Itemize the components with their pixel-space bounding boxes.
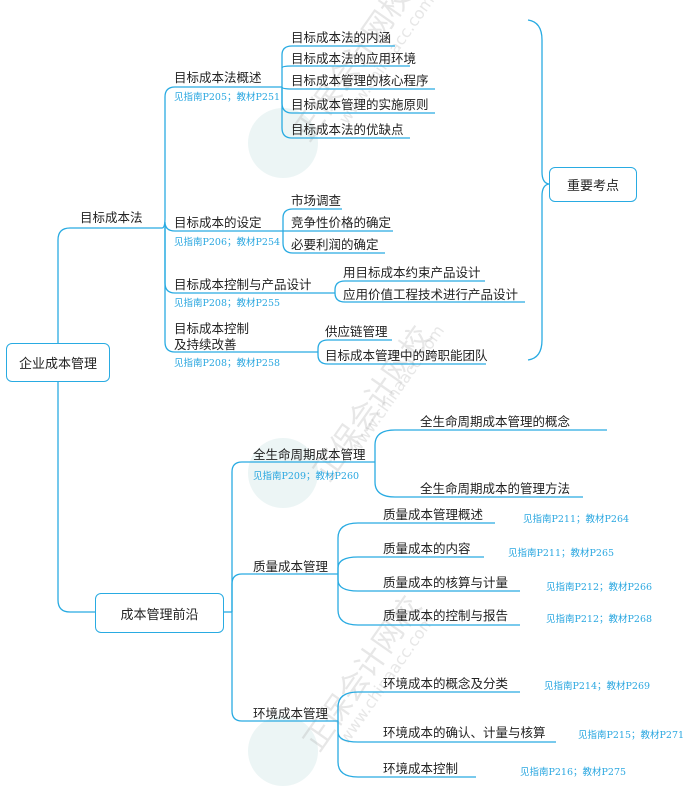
branch-frontier[interactable]: 成本管理前沿: [95, 593, 224, 633]
leaf[interactable]: 全生命周期成本的管理方法: [420, 481, 571, 496]
node-improvement-line1[interactable]: 目标成本控制: [174, 321, 250, 336]
leaf-ref: 见指南P212；教材P266: [546, 582, 653, 593]
leaf[interactable]: 全生命周期成本管理的概念: [420, 414, 571, 429]
leaf-ref: 见指南P215；教材P271: [578, 730, 685, 741]
leaf-ref: 见指南P216；教材P275: [520, 767, 627, 778]
root-label: 企业成本管理: [18, 357, 97, 372]
key-points-node[interactable]: 重要考点: [549, 167, 637, 202]
leaf[interactable]: 目标成本管理的实施原则: [291, 97, 429, 112]
leaf[interactable]: 环境成本的确认、计量与核算: [383, 725, 546, 740]
leaf[interactable]: 必要利润的确定: [291, 237, 379, 252]
leaf[interactable]: 市场调查: [291, 193, 342, 208]
leaf[interactable]: 应用价值工程技术进行产品设计: [343, 287, 519, 302]
node-setting[interactable]: 目标成本的设定: [174, 215, 262, 230]
node-lifecycle[interactable]: 全生命周期成本管理: [253, 447, 366, 462]
root-node[interactable]: 企业成本管理: [6, 343, 110, 382]
node-lifecycle-ref: 见指南P209；教材P260: [253, 471, 360, 482]
leaf-ref: 见指南P212；教材P268: [546, 614, 653, 625]
leaf[interactable]: 环境成本控制: [383, 761, 459, 776]
node-design[interactable]: 目标成本控制与产品设计: [174, 277, 312, 292]
leaf-ref: 见指南P211；教材P264: [523, 514, 630, 525]
node-improvement-ref: 见指南P208；教材P258: [174, 358, 281, 369]
leaf[interactable]: 目标成本法的优缺点: [291, 122, 404, 137]
leaf[interactable]: 目标成本管理的核心程序: [291, 73, 429, 88]
leaf[interactable]: 目标成本法的内涵: [291, 30, 392, 45]
leaf[interactable]: 质量成本管理概述: [383, 507, 484, 522]
leaf[interactable]: 环境成本的概念及分类: [383, 676, 509, 691]
leaf[interactable]: 质量成本的核算与计量: [383, 575, 509, 590]
branch-frontier-label: 成本管理前沿: [120, 607, 199, 623]
node-quality[interactable]: 质量成本管理: [253, 559, 329, 574]
node-setting-ref: 见指南P206；教材P254: [174, 237, 281, 248]
node-environment[interactable]: 环境成本管理: [253, 706, 329, 721]
node-improvement-line2[interactable]: 及持续改善: [174, 337, 237, 352]
node-overview-ref: 见指南P205；教材P251: [174, 92, 281, 103]
node-overview[interactable]: 目标成本法概述: [174, 70, 262, 85]
leaf[interactable]: 用目标成本约束产品设计: [343, 265, 481, 280]
leaf-ref: 见指南P214；教材P269: [544, 681, 651, 692]
node-design-ref: 见指南P208；教材P255: [174, 298, 281, 309]
leaf[interactable]: 质量成本的控制与报告: [383, 608, 509, 623]
leaf[interactable]: 目标成本管理中的跨职能团队: [325, 348, 488, 363]
leaf[interactable]: 质量成本的内容: [383, 541, 471, 556]
branch-target-costing[interactable]: 目标成本法: [80, 210, 143, 225]
leaf[interactable]: 竞争性价格的确定: [291, 215, 392, 230]
leaf[interactable]: 目标成本法的应用环境: [291, 51, 417, 66]
leaf-ref: 见指南P211；教材P265: [508, 548, 615, 559]
key-points-label: 重要考点: [566, 179, 619, 194]
leaf[interactable]: 供应链管理: [325, 324, 388, 339]
